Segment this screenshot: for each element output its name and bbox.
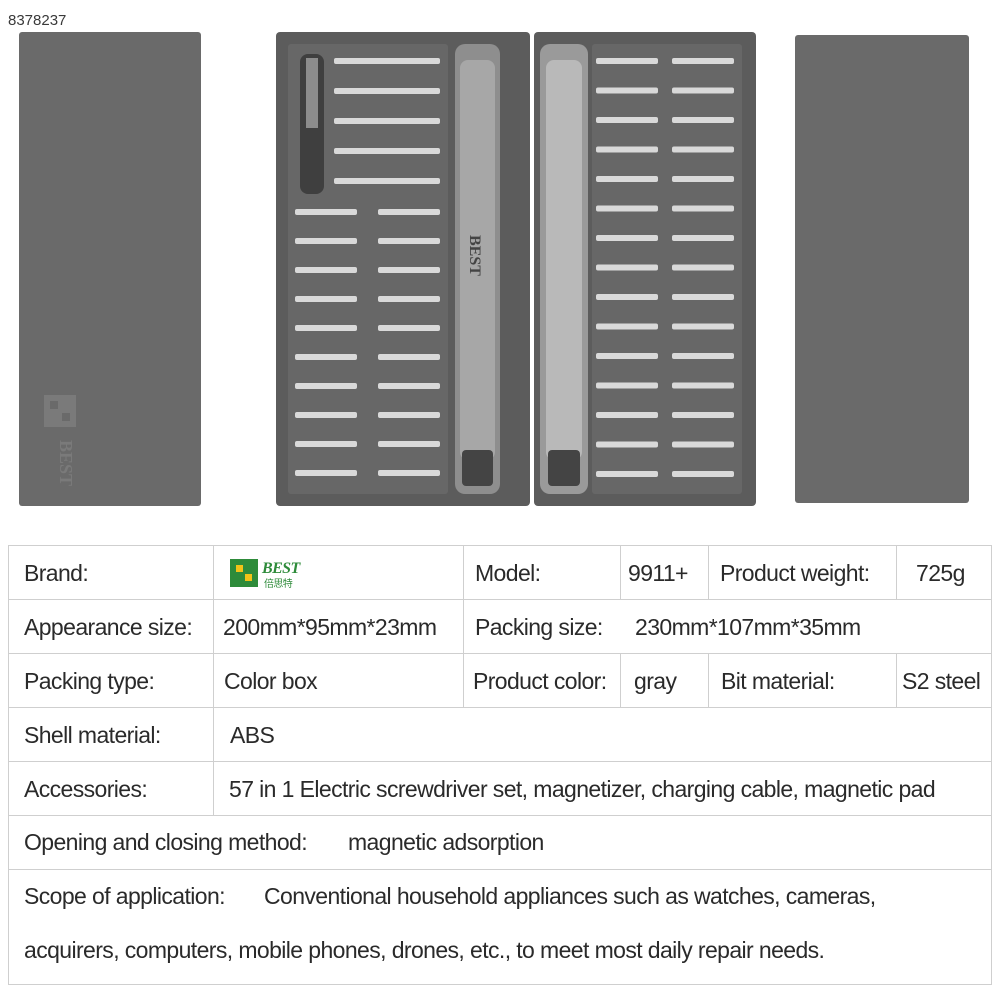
screwdriver-bit [378, 383, 440, 389]
product-photo: BEST BEST [19, 32, 969, 506]
screwdriver-bit [295, 209, 357, 215]
product-color-value: gray [634, 668, 677, 694]
screwdriver-bit [672, 205, 734, 212]
screwdriver-bit [295, 412, 357, 418]
screwdriver-bit [672, 264, 734, 271]
screwdriver-bit [672, 471, 734, 477]
screwdriver-bit [672, 117, 734, 123]
screwdriver-bit [295, 238, 357, 244]
screwdriver-bit [596, 353, 658, 359]
svg-text:BEST: BEST [466, 235, 483, 276]
bit-material-value: S2 steel [902, 668, 981, 694]
weight-label: Product weight: [720, 560, 870, 586]
left-bit-rows [295, 58, 440, 476]
accessories-label: Accessories: [24, 776, 148, 802]
screwdriver-bit [596, 441, 658, 448]
screwdriver-bit [672, 176, 734, 182]
screwdriver-bit [378, 412, 440, 418]
screwdriver-bit [378, 325, 440, 331]
packing-size-value: 230mm*107mm*35mm [635, 614, 861, 640]
screwdriver-bit [295, 267, 357, 273]
screwdriver-bit [596, 146, 658, 153]
scope-value-line1: Conventional household appliances such a… [264, 883, 876, 909]
screwdriver-bit [596, 382, 658, 389]
shell-value: ABS [230, 722, 275, 748]
product-color-label: Product color: [473, 668, 607, 694]
accessories-value: 57 in 1 Electric screwdriver set, magnet… [229, 776, 936, 802]
screwdriver-bit [672, 294, 734, 300]
screwdriver-bit [295, 354, 357, 360]
screwdriver-bit [672, 323, 734, 330]
right-bit-rows [596, 58, 734, 477]
screwdriver-bit [596, 294, 658, 300]
screwdriver-bit [295, 296, 357, 302]
screwdriver-bit [672, 353, 734, 359]
scope-label: Scope of application: [24, 883, 226, 909]
screwdriver-bit [672, 87, 734, 94]
screwdriver-bit [334, 58, 440, 64]
screwdriver-bit [596, 323, 658, 330]
screwdriver-bit [672, 146, 734, 153]
screwdriver-bit [378, 441, 440, 447]
screwdriver-bit [596, 412, 658, 418]
screwdriver-bit [596, 205, 658, 212]
scope-value-line2: acquirers, computers, mobile phones, dro… [24, 937, 825, 963]
screwdriver-bit [334, 148, 440, 154]
screwdriver-bit [596, 87, 658, 94]
shell-label: Shell material: [24, 722, 161, 748]
screwdriver-bit [334, 178, 440, 184]
logo-cn-text: 倍思特 [264, 577, 293, 590]
screwdriver-bit [295, 325, 357, 331]
screwdriver-bit [672, 382, 734, 389]
opening-value: magnetic adsorption [348, 829, 544, 855]
screwdriver-bit [596, 58, 658, 64]
brand-logo: BEST 倍思特 [228, 553, 318, 599]
appearance-value: 200mm*95mm*23mm [223, 614, 437, 640]
weight-value: 725g [916, 560, 965, 586]
left-lid [19, 32, 201, 506]
model-value: 9911+ [628, 560, 689, 586]
logo-text: BEST [261, 560, 301, 577]
best-logo-icon: BEST 倍思特 [230, 559, 302, 590]
lid-logo-icon: BEST [44, 395, 76, 486]
screwdriver-bit [295, 470, 357, 476]
screwdriver-bit [378, 238, 440, 244]
screwdriver-bit [596, 471, 658, 477]
packing-type-value: Color box [224, 668, 318, 694]
screwdriver-bit [596, 176, 658, 182]
screwdriver-bit [596, 117, 658, 123]
appearance-label: Appearance size: [24, 614, 193, 640]
screwdriver-bit [334, 88, 440, 94]
screwdriver-bit [378, 209, 440, 215]
screwdriver-bit [672, 441, 734, 448]
watermark-id: 8378237 [8, 12, 67, 29]
screwdriver-bit [672, 58, 734, 64]
screwdriver-bit [378, 296, 440, 302]
model-label: Model: [475, 560, 541, 586]
screwdriver-bit [378, 267, 440, 273]
spec-table: Brand: BEST 倍思特 Model: 9911+ Product wei… [8, 545, 992, 985]
packing-size-label: Packing size: [475, 614, 603, 640]
brand-label: Brand: [24, 560, 89, 586]
screwdriver-bit [672, 412, 734, 418]
svg-text:BEST: BEST [56, 440, 76, 486]
screwdriver-bit [378, 470, 440, 476]
screwdriver-bit [295, 383, 357, 389]
screwdriver-bit [295, 441, 357, 447]
opening-label: Opening and closing method: [24, 829, 308, 855]
right-lid [795, 35, 969, 503]
screwdriver-bit [596, 235, 658, 241]
bit-material-label: Bit material: [721, 668, 835, 694]
screwdriver-bit [334, 118, 440, 124]
screwdriver-bit [672, 235, 734, 241]
screwdriver-bit [596, 264, 658, 271]
screwdriver-bit [378, 354, 440, 360]
packing-type-label: Packing type: [24, 668, 155, 694]
